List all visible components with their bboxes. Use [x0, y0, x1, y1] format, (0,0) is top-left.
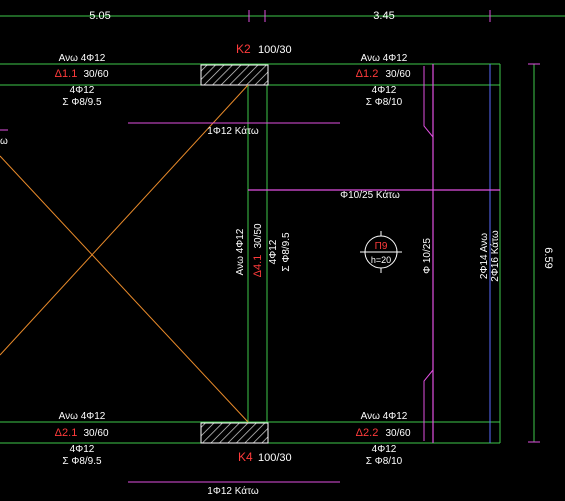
- top-dimension: 5.05 3.45: [0, 10, 565, 22]
- right-span-label: 3.45: [373, 10, 394, 22]
- d41-stirrups: Σ Φ8/9.5: [281, 232, 292, 272]
- slab-marker: Π9 h=20: [360, 231, 402, 273]
- d12-stirrups: Σ Φ8/10: [366, 97, 403, 108]
- k2-id: K2: [236, 42, 251, 56]
- d21-size: 30/60: [83, 428, 108, 439]
- column-k4: [200, 422, 269, 444]
- edge-bottom-label: 2Φ16 Κάτω: [489, 230, 501, 282]
- d41-bottom-group: 4Φ12: [268, 239, 279, 264]
- d11-size: 30/60: [83, 69, 108, 80]
- d41-size: 30/50: [253, 223, 264, 248]
- upper-bottom-bar-label: 1Φ12 Κάτω: [207, 125, 259, 137]
- lower-bottom-bar-label: 1Φ12 Κάτω: [207, 485, 259, 497]
- k4-id: K4: [238, 450, 253, 464]
- d41-stirrups-group: Σ Φ8/9.5: [281, 232, 292, 272]
- vertical-mesh-label: Φ 10/25: [422, 238, 433, 274]
- d21-id: Δ2.1: [55, 427, 78, 439]
- right-dimension: 6.59: [528, 63, 554, 443]
- d11-id: Δ1.1: [55, 68, 78, 80]
- d12-size: 30/60: [385, 69, 410, 80]
- right-edge-beam: [489, 64, 501, 443]
- d22-bottom: 4Φ12: [372, 444, 397, 455]
- height-label: 6.59: [542, 247, 554, 268]
- horizontal-mesh-label: Φ10/25 Κάτω: [340, 189, 400, 201]
- left-span-label: 5.05: [89, 10, 110, 22]
- d41-id-group: Δ4.1 30/50: [252, 223, 264, 277]
- d12-bottom: 4Φ12: [372, 85, 397, 96]
- slab-thickness: h=20: [371, 255, 391, 265]
- slab-diagonals: [0, 84, 249, 423]
- rebar-lines: [0, 64, 500, 483]
- d12-id: Δ1.2: [356, 68, 379, 80]
- edge-top-group: 2Φ14 Ανω: [479, 233, 490, 279]
- d41-labels: Ανω 4Φ12: [235, 228, 246, 275]
- d11-bottom: 4Φ12: [70, 85, 95, 96]
- edge-top-label: 2Φ14 Ανω: [479, 233, 490, 279]
- slab-id: Π9: [375, 241, 388, 252]
- d22-size: 30/60: [385, 428, 410, 439]
- k4-size: 100/30: [258, 452, 292, 464]
- d41-bottom: 4Φ12: [268, 239, 279, 264]
- left-edge-mark: ω: [0, 136, 8, 147]
- center-beam: [247, 85, 268, 422]
- edge-bottom-group: 2Φ16 Κάτω: [489, 230, 501, 282]
- d41-top: Ανω 4Φ12: [235, 228, 246, 275]
- d11-stirrups: Σ Φ8/9.5: [62, 97, 102, 108]
- d22-top: Ανω 4Φ12: [361, 411, 408, 422]
- d22-stirrups: Σ Φ8/10: [366, 456, 403, 467]
- d12-top: Ανω 4Φ12: [361, 53, 408, 64]
- d21-bottom: 4Φ12: [70, 444, 95, 455]
- d21-stirrups: Σ Φ8/9.5: [62, 456, 102, 467]
- vertical-mesh-group: Φ 10/25: [422, 238, 433, 274]
- d22-id: Δ2.2: [356, 427, 379, 439]
- column-k2: [200, 64, 269, 86]
- d21-top: Ανω 4Φ12: [59, 411, 106, 422]
- d11-top: Ανω 4Φ12: [59, 53, 106, 64]
- k2-size: 100/30: [258, 44, 292, 56]
- d41-id: Δ4.1: [252, 255, 264, 278]
